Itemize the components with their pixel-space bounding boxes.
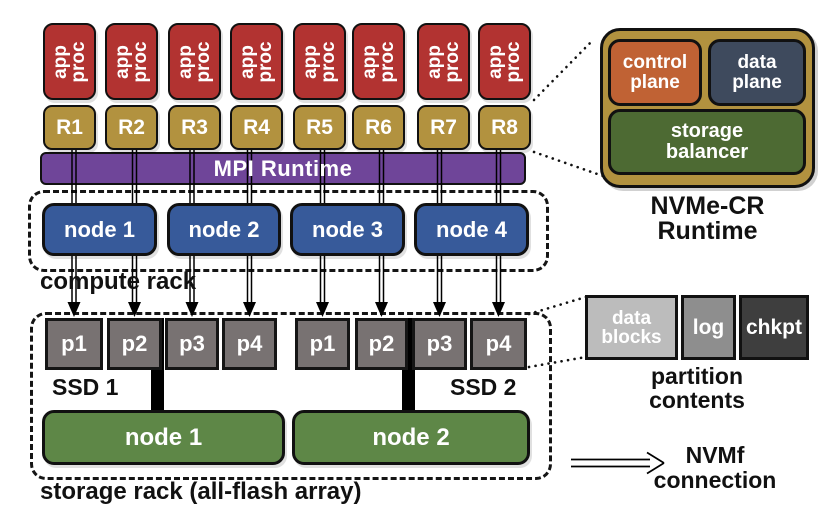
- ssd1-partition-p2: p2: [107, 318, 162, 370]
- rank-box-r6: R6: [352, 105, 405, 150]
- app-proc-label: proc: [192, 40, 214, 83]
- storage-rack-outline: [30, 312, 552, 480]
- rank-box-r2: R2: [105, 105, 158, 150]
- ssd1-partition-p4: p4: [222, 318, 277, 370]
- nvmf-connection-caption: NVMf connection: [640, 442, 790, 494]
- rank-box-r7: R7: [417, 105, 470, 150]
- app-proc-label: app: [299, 44, 321, 79]
- control-plane-box: control plane: [608, 39, 702, 106]
- storage-balancer-label: storage balancer: [665, 120, 749, 163]
- compute-node-2: node 2: [167, 203, 281, 256]
- ssd2-partition-p2: p2: [355, 318, 408, 370]
- nvmf-caption-line1: NVMf: [685, 442, 745, 468]
- rank-box-r5: R5: [293, 105, 346, 150]
- legend-data-blocks: data blocks: [585, 295, 678, 360]
- ssd1-label: SSD 1: [52, 374, 119, 400]
- ssd1-partition-p3: p3: [165, 318, 219, 370]
- app-proc-label: app: [236, 44, 258, 79]
- compute-rack-caption: compute rack: [40, 268, 197, 295]
- app-proc-label: app: [174, 44, 196, 79]
- mpi-runtime-label: MPI Runtime: [213, 156, 353, 181]
- legend-log: log: [681, 295, 736, 360]
- nvmf-caption-line2: connection: [653, 467, 777, 494]
- rank-box-r8: R8: [478, 105, 531, 150]
- rank-box-r1: R1: [43, 105, 96, 150]
- partition-contents-caption-line2: contents: [649, 387, 745, 414]
- app-proc-label: app: [484, 44, 506, 79]
- app-proc-label: app: [423, 44, 445, 79]
- storage-node-2: node 2: [292, 410, 530, 465]
- nvme-cr-caption: NVMe-CR Runtime: [600, 194, 815, 244]
- compute-node-3: node 3: [290, 203, 405, 256]
- nvme-cr-caption-line1: NVMe-CR: [650, 192, 765, 220]
- storage-node-1: node 1: [42, 410, 285, 465]
- rank-box-r4: R4: [230, 105, 283, 150]
- ssd2-partition-p4: p4: [470, 318, 527, 370]
- compute-node-1: node 1: [42, 203, 157, 256]
- app-proc-label: app: [49, 44, 71, 79]
- app-proc-label: proc: [502, 40, 524, 83]
- legend-chkpt: chkpt: [739, 295, 809, 360]
- app-proc-label: proc: [441, 40, 463, 83]
- app-proc-label: proc: [129, 40, 151, 83]
- ssd2-partition-p3: p3: [412, 318, 467, 370]
- ssd2-partition-p1: p1: [295, 318, 350, 370]
- data-plane-box: data plane: [708, 39, 806, 106]
- mpi-runtime-bar: [40, 152, 526, 185]
- app-proc-label: app: [358, 44, 380, 79]
- nvme-cr-caption-line2: Runtime: [657, 217, 758, 245]
- app-proc-label: app: [111, 44, 133, 79]
- storage-rack-caption: storage rack (all-flash array): [40, 478, 362, 505]
- ssd2-label: SSD 2: [450, 374, 517, 400]
- rank-box-r3: R3: [168, 105, 221, 150]
- ssd1-partition-p1: p1: [45, 318, 103, 370]
- compute-rack-outline: [28, 190, 549, 272]
- app-proc-label: proc: [67, 40, 89, 83]
- app-proc-label: proc: [254, 40, 276, 83]
- app-proc-label: proc: [317, 40, 339, 83]
- app-proc-label: proc: [376, 40, 398, 83]
- compute-node-4: node 4: [414, 203, 529, 256]
- partition-contents-caption-line1: partition: [651, 363, 743, 389]
- partition-contents-caption: partition contents: [585, 364, 809, 412]
- storage-balancer-box: storage balancer: [608, 109, 806, 175]
